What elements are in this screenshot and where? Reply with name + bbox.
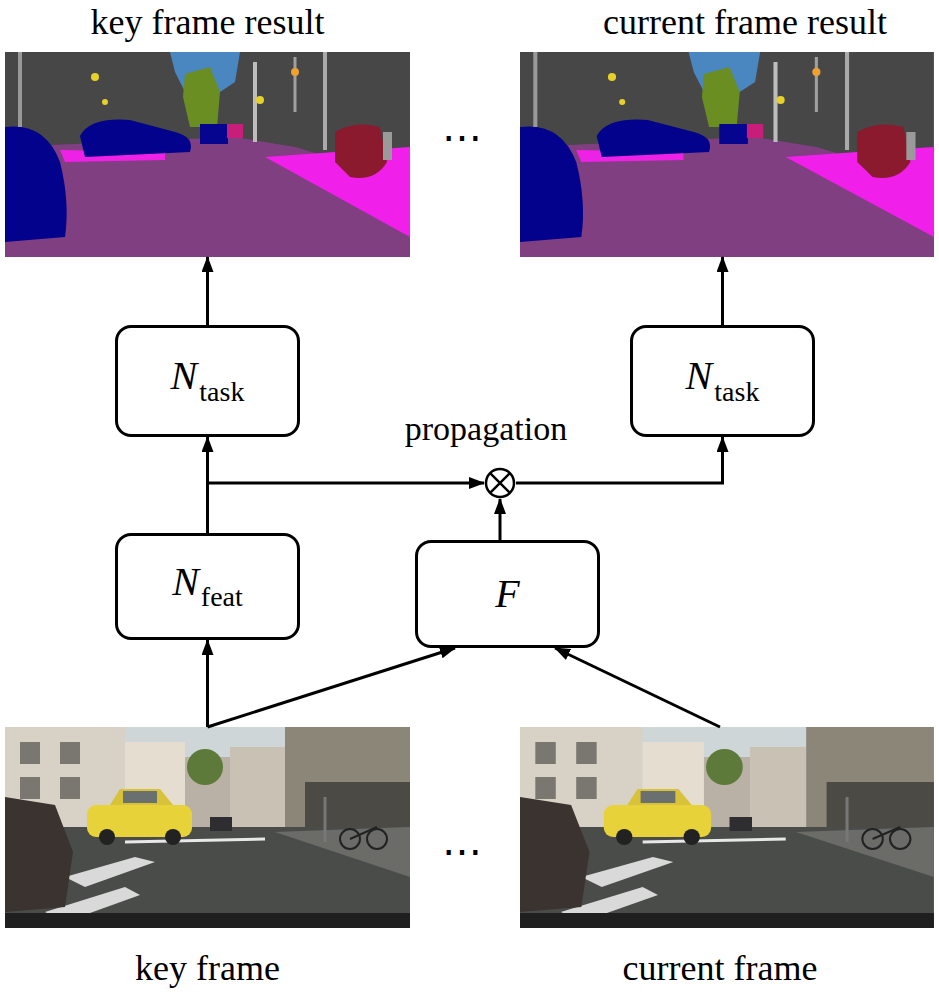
current-frame-image — [520, 727, 934, 928]
subscript: task — [199, 376, 244, 407]
flow-network-box: F — [415, 540, 600, 648]
input-frame-image: key frame — [5, 727, 410, 928]
operator-circle — [486, 469, 514, 497]
subscript: feat — [201, 581, 243, 612]
box-label: F — [495, 574, 519, 614]
current-frame-result-image — [520, 52, 934, 257]
operator-cross — [490, 473, 510, 493]
image-caption: key frame — [135, 948, 280, 989]
image-caption: current frame — [623, 948, 818, 989]
key-frame-image — [5, 727, 410, 928]
subscript: task — [714, 376, 759, 407]
arrow-connector — [206, 257, 209, 325]
arrow-connector — [208, 483, 485, 533]
input-frame-image: current frame — [520, 727, 934, 928]
ellipsis-mark: ⋯ — [442, 118, 482, 158]
box-label: Nfeat — [172, 562, 243, 611]
box-label: Ntask — [686, 356, 760, 405]
box-label: Ntask — [171, 356, 245, 405]
propagation-operator: propagation — [484, 467, 516, 499]
symbol-name: N — [172, 559, 199, 604]
arrow-connector — [721, 257, 724, 325]
feature-network-box: Nfeat — [115, 533, 300, 640]
otimes-symbol — [484, 467, 516, 499]
operator-label: propagation — [405, 409, 567, 448]
result-image: key frame result — [5, 52, 410, 257]
symbol-name: N — [171, 353, 198, 398]
image-caption: key frame result — [91, 2, 325, 43]
symbol-name: N — [686, 353, 713, 398]
arrow-connector — [499, 499, 502, 540]
key-frame-result-image — [5, 52, 410, 257]
result-image: current frame result — [520, 52, 934, 257]
task-network-box: Ntask — [630, 325, 815, 437]
image-caption: current frame result — [603, 2, 887, 43]
arrow-connector — [206, 640, 209, 727]
ellipsis-mark: ⋯ — [442, 832, 482, 872]
arrow-connector — [208, 648, 456, 727]
arrow-connector — [555, 648, 720, 727]
task-network-box: Ntask — [115, 325, 300, 437]
symbol-name: F — [495, 571, 519, 616]
